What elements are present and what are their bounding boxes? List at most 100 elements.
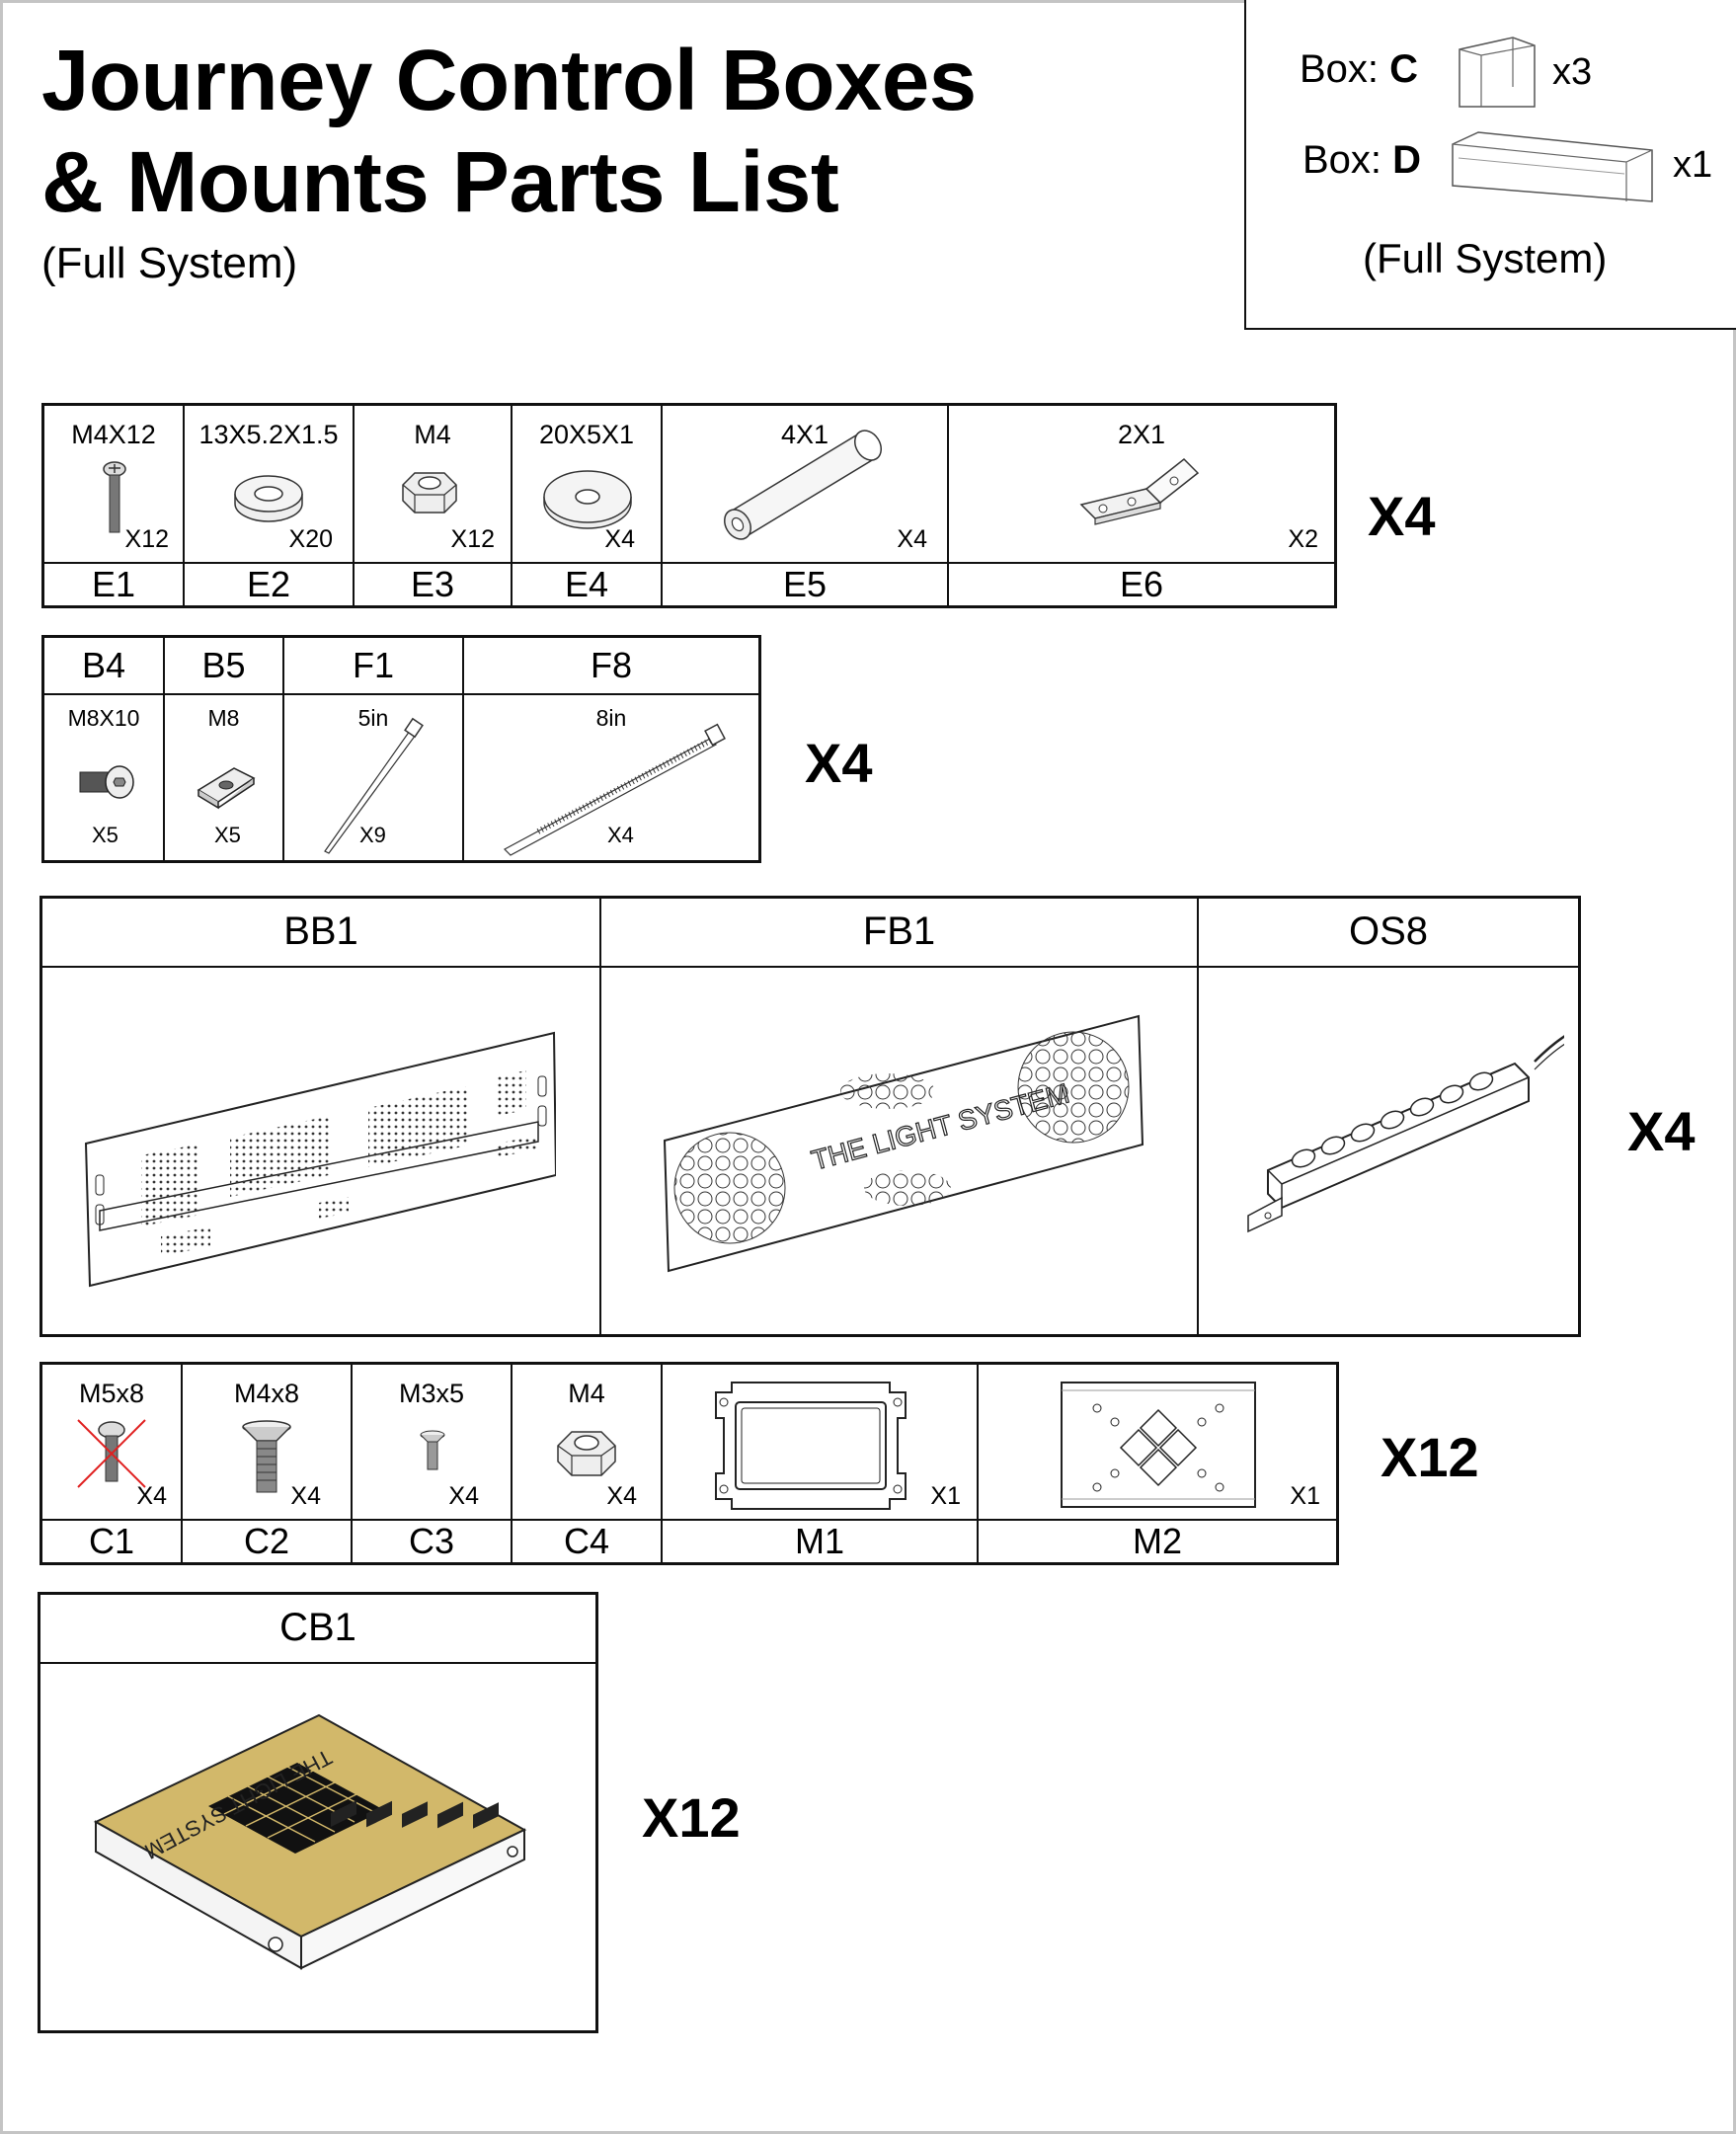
part-spec: 8in bbox=[595, 704, 627, 731]
box-c-label: Box: bbox=[1300, 47, 1380, 91]
parts-table-panels: BB1 FB1 OS8 bbox=[39, 896, 1581, 1337]
small-screw-icon bbox=[420, 1430, 445, 1470]
part-qty: X2 bbox=[1288, 524, 1318, 553]
part-code: M2 bbox=[977, 1518, 1339, 1564]
box-info-panel: Box: C x3 Box: D x1 (Full System) bbox=[1244, 0, 1736, 330]
flat-washer-icon bbox=[543, 470, 632, 529]
part-cell-cb1: THE LIGHT SYSTEM bbox=[38, 1661, 598, 2033]
part-code: B5 bbox=[163, 635, 284, 695]
group-cb-multiplier: X12 bbox=[642, 1786, 741, 1849]
part-spec: M8X10 bbox=[67, 704, 140, 731]
title-line-2: & Mounts Parts List bbox=[41, 134, 839, 230]
hex-nut-icon bbox=[557, 1431, 616, 1476]
power-strip-icon bbox=[1247, 1034, 1564, 1232]
part-code: C2 bbox=[181, 1518, 353, 1564]
part-code: F8 bbox=[462, 635, 761, 695]
part-code: E4 bbox=[511, 561, 663, 607]
front-panel-icon: THE LIGHT SYSTEM bbox=[663, 1014, 1144, 1272]
part-code: C4 bbox=[511, 1518, 663, 1564]
box-c-qty: x3 bbox=[1552, 51, 1593, 93]
hex-nut-icon bbox=[402, 472, 457, 514]
part-cell-m1: X1 bbox=[661, 1362, 979, 1521]
part-code: E1 bbox=[41, 561, 185, 607]
part-qty: X4 bbox=[448, 1481, 479, 1510]
page-subtitle: (Full System) bbox=[41, 239, 298, 287]
box-info-note: (Full System) bbox=[1363, 235, 1608, 281]
box-d-icon bbox=[1452, 131, 1653, 202]
back-panel-icon bbox=[84, 1031, 556, 1287]
parts-table-cb: CB1 bbox=[38, 1592, 598, 2033]
part-code: C3 bbox=[351, 1518, 513, 1564]
part-qty: X9 bbox=[359, 823, 386, 847]
part-spec: M4 bbox=[568, 1379, 605, 1408]
angle-bracket-icon bbox=[1079, 457, 1200, 525]
parts-table-c-m: M5x8 X4 M4x8 X4 M3x5 bbox=[39, 1362, 1339, 1565]
group-panels-multiplier: X4 bbox=[1627, 1100, 1696, 1162]
box-d-qty: x1 bbox=[1673, 144, 1713, 186]
box-d-row: Box: D bbox=[1302, 138, 1421, 183]
part-spec: M4X12 bbox=[71, 420, 156, 449]
part-spec: 20X5X1 bbox=[538, 420, 635, 449]
part-spec: M8 bbox=[207, 704, 240, 731]
group-c-m-multiplier: X12 bbox=[1381, 1426, 1479, 1488]
mounting-frame-icon bbox=[715, 1382, 907, 1510]
part-spec: M4 bbox=[414, 420, 451, 449]
part-spec: 5in bbox=[357, 704, 389, 731]
box-d-label: Box: bbox=[1302, 138, 1382, 182]
part-cell-c4: M4 X4 bbox=[511, 1362, 663, 1521]
parts-table-e: M4X12 X12 13X5.2X1.5 X20 M4 bbox=[41, 403, 1337, 608]
crossed-out-screw-icon bbox=[77, 1419, 146, 1488]
box-c-icon bbox=[1459, 37, 1536, 108]
button-head-bolt-icon bbox=[79, 764, 134, 799]
part-spec: 2X1 bbox=[1117, 420, 1166, 449]
part-cell-e6: 2X1 X2 bbox=[947, 403, 1337, 564]
pan-head-screw-icon bbox=[103, 461, 126, 533]
part-code: OS8 bbox=[1197, 896, 1581, 968]
part-cell-bb1 bbox=[39, 965, 601, 1337]
part-code: E6 bbox=[947, 561, 1337, 607]
part-qty: X1 bbox=[930, 1481, 961, 1510]
part-spec: M4x8 bbox=[233, 1379, 300, 1408]
part-qty: X4 bbox=[290, 1481, 321, 1510]
part-qty: X5 bbox=[92, 823, 118, 847]
part-code: M1 bbox=[661, 1518, 979, 1564]
part-qty: X20 bbox=[288, 524, 333, 553]
part-code: B4 bbox=[41, 635, 165, 695]
part-spec: 13X5.2X1.5 bbox=[198, 420, 339, 449]
group-b-f-multiplier: X4 bbox=[805, 732, 873, 794]
part-qty: X4 bbox=[606, 1481, 637, 1510]
part-code: F1 bbox=[282, 635, 464, 695]
part-cell-c2: M4x8 X4 bbox=[181, 1362, 353, 1521]
part-code: C1 bbox=[39, 1518, 183, 1564]
title-line-1: Journey Control Boxes bbox=[41, 33, 977, 128]
part-code: BB1 bbox=[39, 896, 601, 968]
part-cell-c3: M3x5 X4 bbox=[351, 1362, 513, 1521]
part-spec: 4X1 bbox=[780, 420, 829, 449]
part-qty: X4 bbox=[897, 524, 927, 553]
page-title: Journey Control Boxes & Mounts Parts Lis… bbox=[41, 30, 977, 233]
part-qty: X4 bbox=[607, 823, 634, 847]
standoff-rod-icon bbox=[724, 430, 882, 540]
part-cell-b5: M8 X5 bbox=[163, 692, 284, 863]
spacer-washer-icon bbox=[234, 475, 303, 522]
box-d-letter: D bbox=[1392, 138, 1422, 182]
box-c-row: Box: C bbox=[1300, 47, 1418, 92]
box-c-letter: C bbox=[1389, 47, 1419, 91]
part-cell-e5: 4X1 X4 bbox=[661, 403, 949, 564]
part-cell-f8: 8in X4 bbox=[462, 692, 761, 863]
part-qty: X12 bbox=[450, 524, 495, 553]
part-code: CB1 bbox=[38, 1592, 598, 1664]
part-qty: X4 bbox=[136, 1481, 167, 1510]
t-slot-nut-icon bbox=[197, 766, 256, 809]
part-spec: M3x5 bbox=[398, 1379, 465, 1408]
parts-table-b-f: B4 B5 F1 F8 M8X10 X5 M8 X5 5in bbox=[41, 635, 761, 863]
part-cell-e3: M4 X12 bbox=[353, 403, 513, 564]
countersunk-screw-icon bbox=[242, 1420, 291, 1493]
part-qty: X12 bbox=[124, 524, 169, 553]
part-cell-b4: M8X10 X5 bbox=[41, 692, 165, 863]
mounting-plate-icon bbox=[1061, 1382, 1256, 1508]
part-code: E3 bbox=[353, 561, 513, 607]
part-cell-e2: 13X5.2X1.5 X20 bbox=[183, 403, 355, 564]
part-qty: X5 bbox=[214, 823, 241, 847]
